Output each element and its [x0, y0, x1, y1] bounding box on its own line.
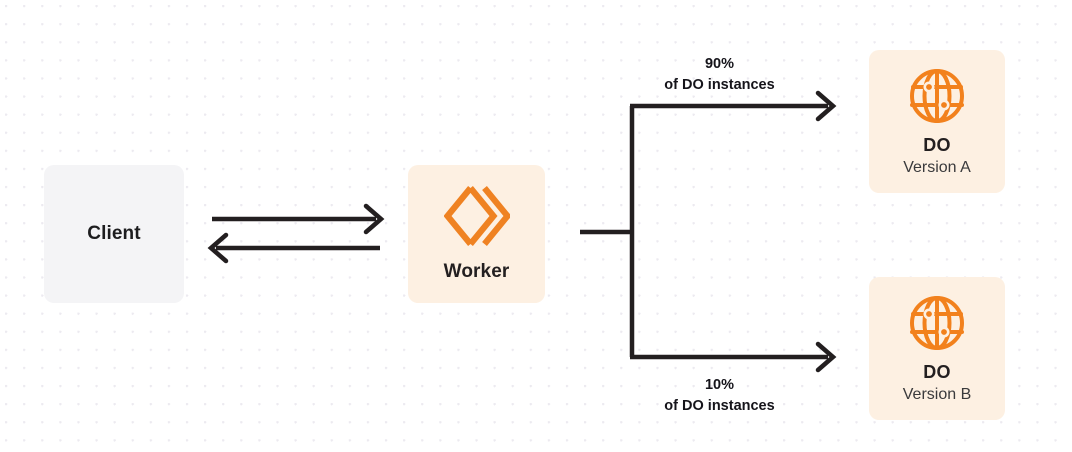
durable-object-b-label: DO [923, 361, 951, 382]
durable-object-a-label: DO [923, 134, 951, 155]
edge-label-do-a: 90% of DO instances [612, 54, 827, 95]
edge-label-do-a-percent: 90% [704, 56, 735, 72]
durable-object-a-version: Version A [903, 158, 971, 176]
worker-branch-trunk [580, 106, 635, 357]
worker-to-client-arrow [207, 232, 380, 264]
durable-object-b-node[interactable]: DO Version B [869, 277, 1005, 420]
worker-to-do-a-arrow [630, 90, 837, 122]
client-node-label: Client [87, 223, 141, 244]
client-to-worker-arrow [212, 203, 385, 235]
worker-node-label: Worker [443, 261, 510, 282]
durable-object-globe-icon [908, 294, 966, 352]
edge-label-do-a-description: of DO instances [664, 76, 775, 93]
edge-label-do-b: 10% of DO instances [612, 375, 827, 416]
edge-label-do-b-description: of DO instances [664, 397, 775, 414]
durable-object-a-node[interactable]: DO Version A [869, 50, 1005, 193]
worker-node[interactable]: Worker [408, 165, 545, 303]
client-node[interactable]: Client [44, 165, 184, 303]
durable-object-globe-icon [908, 67, 966, 125]
durable-object-b-version: Version B [902, 385, 972, 403]
edge-label-do-b-percent: 10% [704, 377, 735, 393]
worker-to-do-b-arrow [630, 341, 837, 373]
cloudflare-workers-icon [443, 185, 510, 247]
